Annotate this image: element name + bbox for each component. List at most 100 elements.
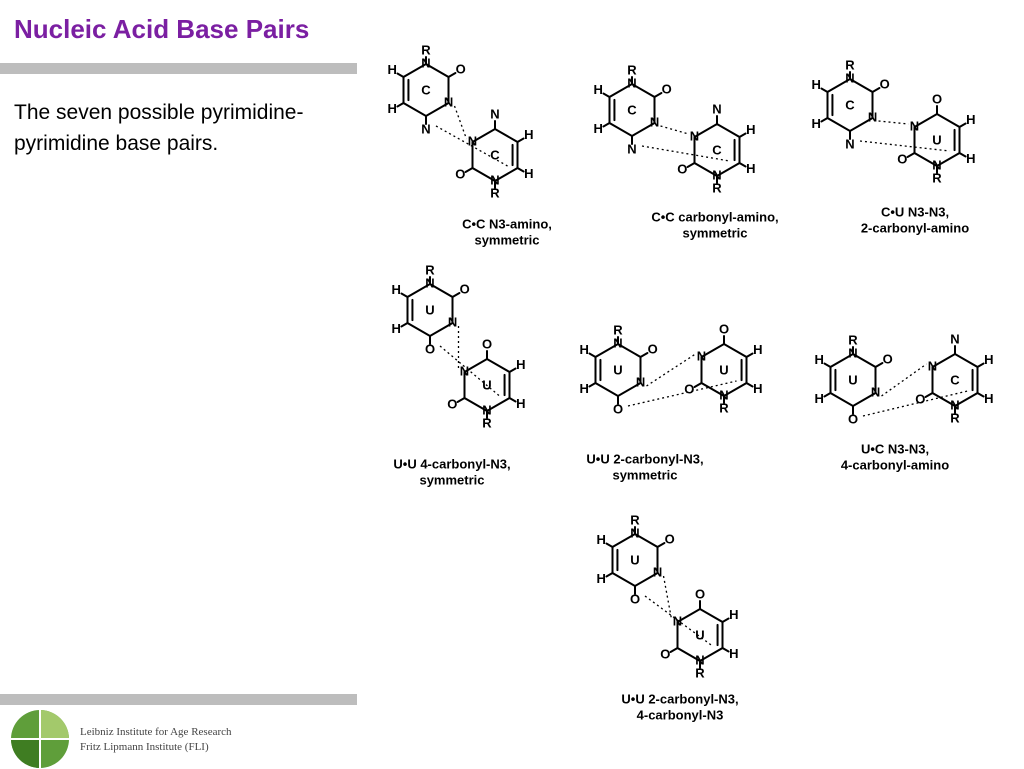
ring-base-label: U <box>425 302 434 317</box>
bond-line <box>606 544 612 548</box>
atom-label: O <box>848 411 858 426</box>
atom-label: H <box>746 161 755 176</box>
atom-label: N <box>910 118 919 133</box>
atom-label: H <box>392 321 401 336</box>
atom-label: O <box>460 281 470 296</box>
atom-label: R <box>630 512 640 527</box>
atom-label: H <box>594 82 603 97</box>
bond-line <box>589 354 595 358</box>
logo-line-2: Fritz Lipmann Institute (FLI) <box>80 741 209 753</box>
atom-label: R <box>425 262 435 277</box>
atom-label: N <box>868 109 877 124</box>
bond-line <box>740 163 746 167</box>
ring-base-label: U <box>613 362 622 377</box>
ring-base-label: U <box>719 362 728 377</box>
atom-label: O <box>665 531 675 546</box>
atom-label: O <box>915 391 925 406</box>
atom-label: H <box>746 122 755 137</box>
bond-line <box>510 369 516 373</box>
atom-label: N <box>460 363 469 378</box>
atom-label: H <box>516 396 525 411</box>
atom-label: N <box>845 136 854 151</box>
atom-label: R <box>719 400 729 415</box>
bond-line <box>453 293 460 297</box>
atom-label: H <box>812 116 821 131</box>
bond-line <box>688 163 695 167</box>
atom-label: N <box>627 141 636 156</box>
hydrogen-bond <box>664 576 672 619</box>
atom-label: O <box>648 341 658 356</box>
pair-caption-line-2: symmetric <box>419 472 484 487</box>
atom-label: O <box>880 76 890 91</box>
atom-label: H <box>966 112 975 127</box>
atom-label: H <box>729 646 738 661</box>
atom-label: H <box>388 62 397 77</box>
pair-caption-line-2: symmetric <box>612 467 677 482</box>
atom-label: H <box>580 342 589 357</box>
atom-label: N <box>871 384 880 399</box>
atom-label: R <box>845 57 855 72</box>
atom-label: O <box>660 646 670 661</box>
atom-label: O <box>883 351 893 366</box>
bond-line <box>978 393 984 397</box>
bond-line <box>824 393 830 397</box>
atom-label: O <box>630 591 640 606</box>
bond-line <box>821 89 827 93</box>
atom-label: R <box>490 185 500 200</box>
atom-label: O <box>695 586 705 601</box>
atom-label: H <box>597 532 606 547</box>
hydrogen-bond <box>455 106 467 139</box>
atom-label: N <box>490 106 499 121</box>
bond-line <box>740 134 746 138</box>
pair-caption-line-1: C•U N3-N3, <box>881 204 949 219</box>
bond-line <box>401 323 407 327</box>
atom-label: O <box>613 401 623 416</box>
atom-label: H <box>815 391 824 406</box>
pair-caption-line-1: C•C N3-amino, <box>462 216 552 231</box>
bond-line <box>458 398 465 402</box>
pair-caption-line-2: 4-carbonyl-N3 <box>637 707 724 722</box>
bond-line <box>908 153 915 157</box>
hydrogen-bond <box>879 121 909 124</box>
institute-logo: Leibniz Institute for Age Research Fritz… <box>10 709 235 765</box>
ring-base-label: U <box>630 552 639 567</box>
pair-caption-line-2: 2-carbonyl-amino <box>861 220 969 235</box>
bond-line <box>960 124 966 128</box>
pair-caption-line-2: 4-carbonyl-amino <box>841 457 949 472</box>
atom-label: O <box>897 151 907 166</box>
bond-line <box>397 74 403 78</box>
pair-caption-line-1: U•C N3-N3, <box>861 441 929 456</box>
atom-label: O <box>677 161 687 176</box>
bond-line <box>641 353 648 357</box>
atom-label: H <box>524 166 533 181</box>
bond-line <box>510 398 516 402</box>
bond-line <box>821 118 827 122</box>
pair-caption-line-2: symmetric <box>682 225 747 240</box>
atom-label: N <box>421 121 430 136</box>
atom-label: R <box>712 180 722 195</box>
atom-label: H <box>524 127 533 142</box>
bond-line <box>655 93 662 97</box>
atom-label: O <box>684 381 694 396</box>
bond-line <box>606 573 612 577</box>
atom-label: O <box>932 91 942 106</box>
bond-line <box>723 648 729 652</box>
pair-caption-line-1: U•U 2-carbonyl-N3, <box>621 691 738 706</box>
slide-title: Nucleic Acid Base Pairs <box>14 14 309 45</box>
atom-label: H <box>729 607 738 622</box>
fli-logo-icon <box>10 709 70 769</box>
bond-line <box>603 94 609 98</box>
atom-label: N <box>650 114 659 129</box>
atom-label: R <box>482 415 492 430</box>
bond-line <box>518 139 524 143</box>
ring-base-label: C <box>950 372 960 387</box>
ring-base-label: U <box>848 372 857 387</box>
ring-base-label: C <box>627 102 637 117</box>
atom-label: O <box>482 336 492 351</box>
pair-caption-line-1: U•U 4-carbonyl-N3, <box>393 456 510 471</box>
bond-line <box>723 619 729 623</box>
